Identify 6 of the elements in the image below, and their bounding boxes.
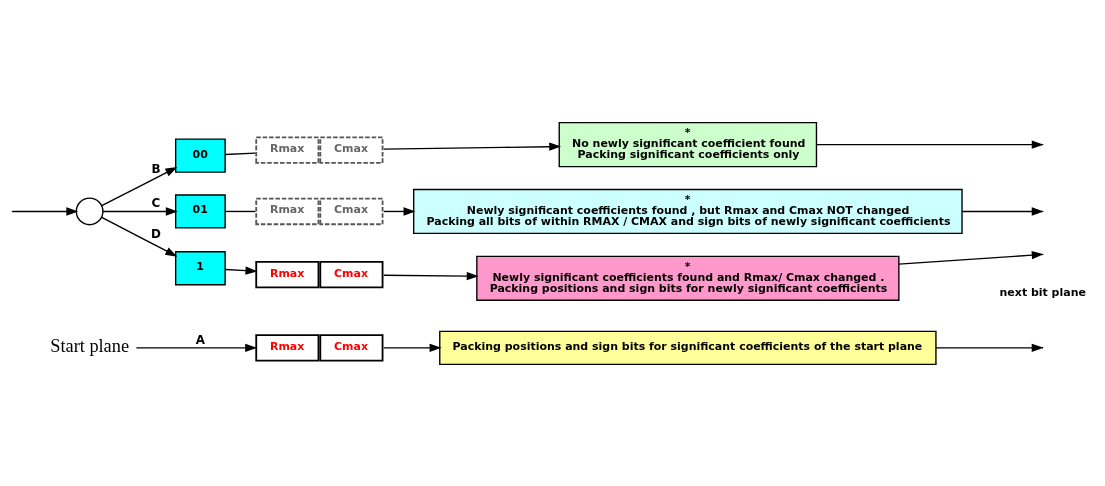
edge-label: D — [150, 226, 161, 241]
edge-label: C — [151, 195, 161, 210]
label: next bit plane — [999, 285, 1086, 299]
edge-label: B — [151, 161, 161, 176]
node-text: Start plane — [50, 335, 130, 356]
edge-label: A — [195, 332, 206, 347]
